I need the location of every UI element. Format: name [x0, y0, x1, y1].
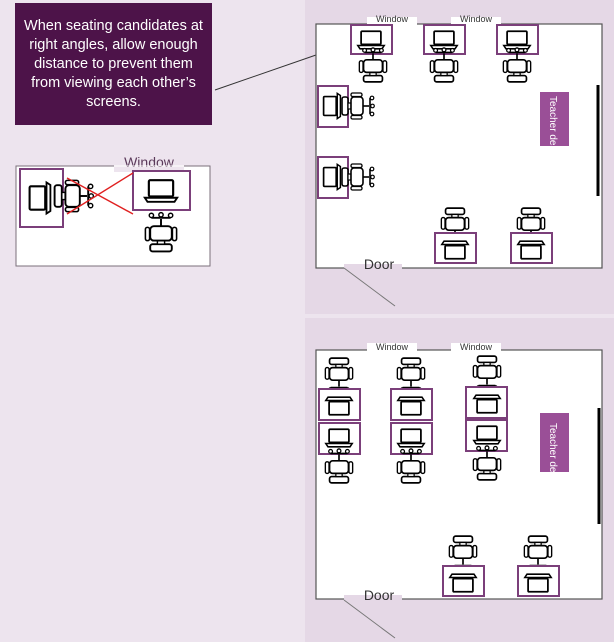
- sightline-a: [66, 177, 134, 215]
- laptop-icon: [322, 92, 342, 120]
- laptop-icon: [324, 396, 354, 416]
- laptop-icon: [324, 428, 354, 448]
- callout-text: When seating candidates at right angles,…: [24, 17, 203, 110]
- laptop-icon: [472, 394, 502, 414]
- room-bottom-column-1: [318, 357, 361, 484]
- room-top-row1: [350, 24, 539, 83]
- room-top-window-left: Window: [376, 14, 409, 24]
- room-bottom-column-3: [465, 355, 508, 481]
- laptop-icon: [396, 396, 426, 416]
- room-top-teacher-desk-label: Teacher desk: [547, 96, 558, 156]
- instruction-callout: When seating candidates at right angles,…: [15, 3, 212, 125]
- room-top-door-swing: [343, 267, 396, 307]
- laptop-icon: [516, 240, 546, 260]
- laptop-icon: [523, 573, 553, 593]
- laptop-icon: [502, 30, 532, 50]
- laptop-icon: [448, 573, 478, 593]
- laptop-icon: [429, 30, 459, 50]
- room-bottom-teacher-desk: [540, 413, 569, 472]
- room-bottom-window-right: Window: [460, 342, 493, 352]
- laptop-icon: [143, 179, 179, 203]
- laptop-icon: [28, 181, 52, 215]
- room-top-door-label: Door: [364, 256, 395, 272]
- room-top-bottom-row: [434, 207, 553, 264]
- laptop-icon: [322, 163, 342, 191]
- laptop-icon: [472, 425, 502, 445]
- room-top-window-right: Window: [460, 14, 493, 24]
- example-window-label: Window: [124, 154, 175, 170]
- laptop-icon: [356, 30, 386, 50]
- laptop-icon: [396, 428, 426, 448]
- laptop-icon: [440, 240, 470, 260]
- room-top-left-column: [317, 85, 376, 199]
- room-bottom-bottom-row: [442, 535, 560, 597]
- sightline-b: [66, 172, 134, 215]
- callout-pointer: [214, 54, 317, 91]
- room-bottom-door-label: Door: [364, 587, 395, 603]
- room-bottom-window-left: Window: [376, 342, 409, 352]
- room-top-teacher-desk: [540, 92, 569, 146]
- room-bottom-column-2: [390, 357, 433, 484]
- room-bottom-door-swing: [343, 599, 396, 639]
- room-bottom-outline: [315, 349, 603, 600]
- room-bottom-teacher-desk-label: Teacher desk: [547, 423, 558, 483]
